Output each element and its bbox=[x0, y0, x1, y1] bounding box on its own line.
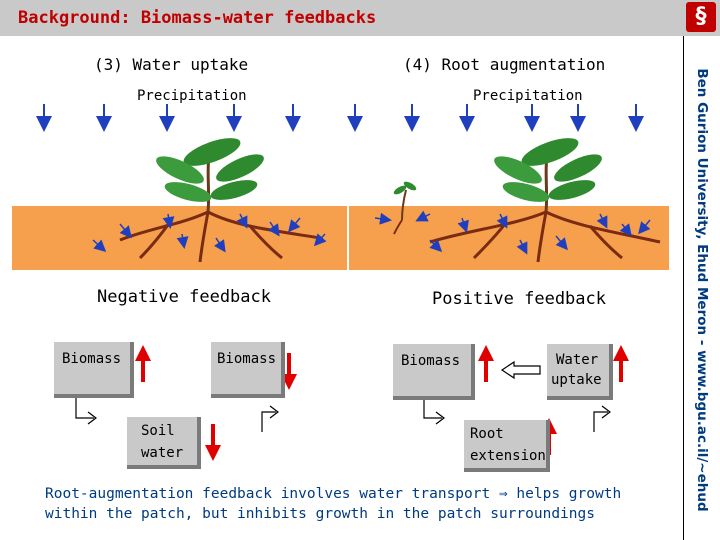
box-label-line1: Water bbox=[556, 352, 599, 368]
right-panel-title: (4) Root augmentation bbox=[403, 55, 606, 74]
right-soil-arrows bbox=[374, 210, 651, 255]
hook-arrow-icon bbox=[423, 398, 445, 425]
divider-line bbox=[683, 36, 684, 540]
caption-line-1: Root-augmentation feedback involves wate… bbox=[45, 486, 622, 502]
hook-arrow-icon bbox=[593, 405, 611, 432]
negative-feedback-label: Negative feedback bbox=[97, 287, 271, 307]
right-plant-icon bbox=[429, 138, 661, 263]
right-precip-arrows bbox=[347, 104, 644, 132]
box-label-line1: Soil bbox=[141, 423, 175, 439]
illustration bbox=[12, 104, 669, 461]
hook-arrow-icon bbox=[261, 405, 279, 432]
left-soil-arrows bbox=[92, 213, 327, 253]
box-label: Biomass bbox=[217, 351, 277, 367]
root-extension-box: Root extension bbox=[464, 420, 550, 472]
left-precip-label: Precipitation bbox=[137, 88, 247, 104]
hook-arrow-icon bbox=[75, 398, 97, 425]
left-precip-arrows bbox=[36, 104, 301, 132]
title-bar: Background: Biomass-water feedbacks § bbox=[0, 0, 720, 36]
left-plant-icon bbox=[119, 138, 321, 263]
box-label-line1: Root bbox=[470, 426, 504, 442]
logo-icon: § bbox=[686, 2, 716, 32]
left-biomass-box: Biomass bbox=[54, 342, 134, 398]
left-panel-title: (3) Water uptake bbox=[94, 55, 249, 74]
left-outline-arrow-icon bbox=[500, 360, 541, 380]
left-biomass-box-2: Biomass bbox=[211, 342, 285, 398]
caption-line-2: within the patch, but inhibits growth in… bbox=[45, 506, 595, 522]
box-label-line2: uptake bbox=[551, 372, 602, 388]
right-biomass-box: Biomass bbox=[393, 344, 475, 400]
soil-water-box: Soil water bbox=[127, 417, 201, 469]
left-soil bbox=[12, 206, 347, 270]
right-soil bbox=[349, 206, 669, 270]
implies-symbol: ⇒ bbox=[498, 486, 508, 502]
seedling-icon bbox=[393, 181, 417, 235]
positive-feedback-label: Positive feedback bbox=[432, 289, 606, 309]
caption-text: Root-augmentation feedback involves wate… bbox=[45, 484, 665, 524]
box-label: Biomass bbox=[401, 353, 461, 369]
slide-title: Background: Biomass-water feedbacks bbox=[18, 8, 377, 28]
box-label-line2: water bbox=[141, 445, 184, 461]
side-credit-text: Ben Gurion University, Ehud Meron - www.… bbox=[694, 68, 710, 512]
box-label: Biomass bbox=[62, 351, 122, 367]
water-uptake-box: Water uptake bbox=[547, 344, 613, 400]
box-label-line2: extension bbox=[470, 448, 546, 464]
right-precip-label: Precipitation bbox=[473, 88, 583, 104]
